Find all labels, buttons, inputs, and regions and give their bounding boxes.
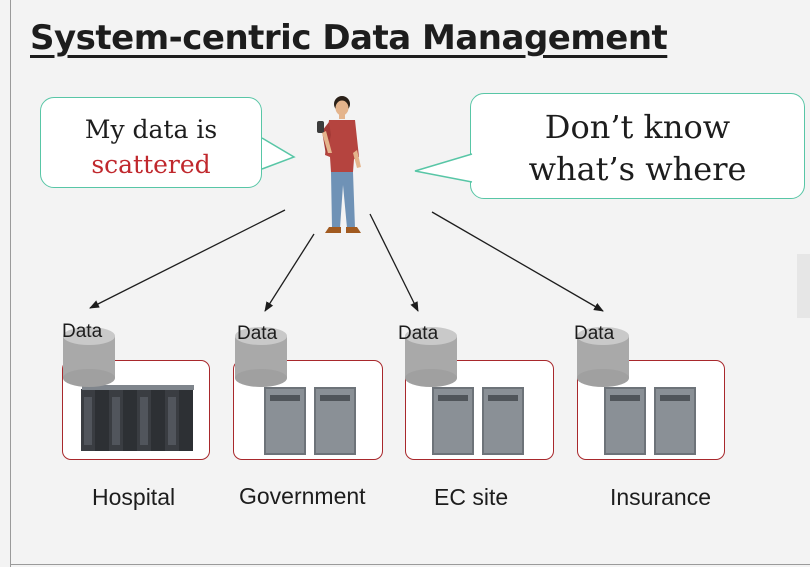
arrow-to-insurance [431, 211, 604, 312]
db-label: Data [237, 323, 278, 344]
database-icon [235, 327, 287, 387]
arrow-to-hospital [89, 209, 286, 309]
db-label: Data [398, 323, 439, 344]
arrow-to-ec-site [369, 213, 419, 312]
speech-bubble-right: Don’t know what’s where [470, 93, 805, 199]
database-icon [63, 327, 115, 387]
edge-tab [797, 254, 810, 318]
slide-border [10, 0, 11, 567]
bubble-right-line1: Don’t know [544, 108, 731, 146]
site-label-government: Government [239, 483, 366, 509]
site-label-hospital: Hospital [92, 484, 176, 510]
tower-servers-icon [604, 387, 696, 455]
bubble-left-line1: My data is [84, 115, 218, 144]
tower-servers-icon [432, 387, 524, 455]
server-box-government [233, 360, 383, 460]
server-box-ec-site [405, 360, 554, 460]
db-label: Data [62, 321, 103, 342]
slide-border [10, 564, 810, 565]
bubble-right-line2: what’s where [528, 150, 747, 188]
bubble-left-line2: scattered [91, 150, 211, 179]
db-label: Data [574, 323, 615, 344]
site-label-insurance: Insurance [610, 484, 712, 510]
tower-servers-icon [264, 387, 356, 455]
slide-title: System-centric Data Management [30, 18, 668, 58]
bubble-left-tail [261, 137, 296, 170]
speech-bubble-left: My data is scattered [40, 97, 262, 188]
database-icon [405, 327, 457, 387]
arrow-to-government [264, 233, 315, 312]
bubble-right-tail [414, 153, 473, 183]
server-rack-icon [81, 385, 194, 451]
person-icon [317, 96, 361, 233]
site-label-ec-site: EC site [434, 484, 509, 510]
database-icon [577, 327, 629, 387]
